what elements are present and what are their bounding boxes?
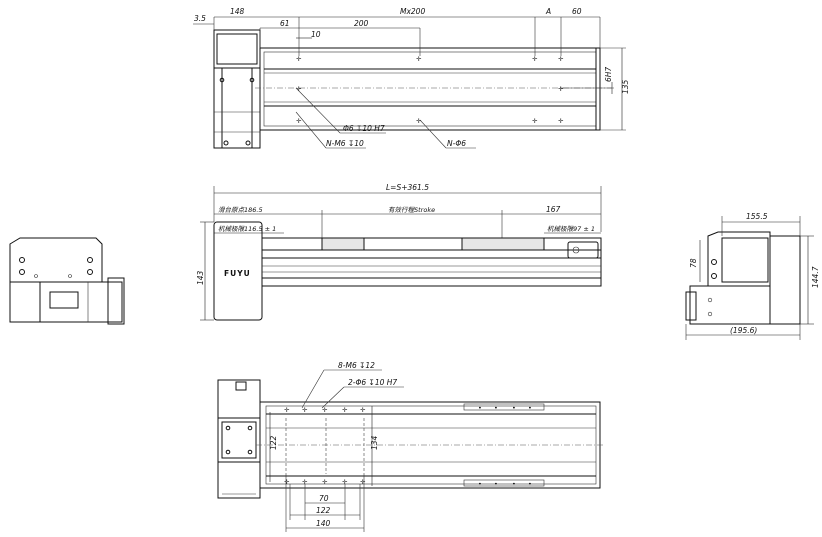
svg-text:•: • — [528, 404, 532, 412]
svg-text:•: • — [528, 480, 532, 488]
callout-tap-hole: N-M6 ↧10 — [326, 139, 364, 148]
svg-text:•: • — [512, 480, 516, 488]
svg-text:✛: ✛ — [342, 406, 347, 414]
dim-slider-origin: 滑台原点186.5 — [218, 206, 263, 214]
dim-6h7: 6H7 — [604, 67, 613, 82]
svg-text:✛: ✛ — [322, 478, 327, 486]
svg-text:✛: ✛ — [532, 117, 537, 125]
dim-mx200: Mx200 — [400, 7, 425, 16]
top-view-motor — [213, 29, 261, 149]
svg-text:✛: ✛ — [302, 406, 307, 414]
svg-text:✛: ✛ — [296, 55, 301, 63]
svg-text:✛: ✛ — [416, 55, 421, 63]
front-view: L=S+361.5 滑台原点186.5 有效行程Stroke 167 机械极限1… — [196, 183, 602, 321]
svg-text:✛: ✛ — [532, 55, 537, 63]
svg-text:✛: ✛ — [558, 85, 563, 93]
top-view-dimensions: 3.5 148 Mx200 A 60 61 200 10 6H7 135 — [193, 7, 630, 131]
front-view-end-block: FUYU — [213, 221, 263, 321]
dim-10: 10 — [311, 30, 321, 39]
dim-200: 200 — [354, 19, 369, 28]
dim-bottom-134: 134 — [370, 435, 379, 450]
dim-78: 78 — [689, 258, 698, 268]
left-side-view — [9, 237, 125, 325]
dim-bottom-70: 70 — [319, 494, 329, 503]
svg-text:✛: ✛ — [558, 55, 563, 63]
svg-text:✛: ✛ — [284, 478, 289, 486]
bottom-view: ✛ ✛ ✛ ✛ ✛ ✛ ✛ ✛ ✛ ✛ • • • • • • • • — [217, 361, 604, 532]
bottom-view-motor — [217, 379, 261, 499]
dim-155-5: 155.5 — [746, 212, 768, 221]
bottom-view-rail: ✛ ✛ ✛ ✛ ✛ ✛ ✛ ✛ ✛ ✛ • • • • • • • • — [256, 401, 604, 532]
svg-text:•: • — [494, 480, 498, 488]
svg-text:✛: ✛ — [284, 406, 289, 414]
svg-text:✛: ✛ — [360, 478, 365, 486]
right-side-view: 155.5 78 144.7 (195.6) — [685, 212, 820, 340]
dim-148: 148 — [230, 7, 245, 16]
dim-3-5: 3.5 — [194, 14, 206, 23]
svg-text:✛: ✛ — [296, 117, 301, 125]
svg-text:✛: ✛ — [296, 85, 301, 93]
dim-stroke: 有效行程Stroke — [388, 206, 435, 214]
dim-61: 61 — [280, 19, 290, 28]
dim-60: 60 — [572, 7, 582, 16]
top-view-rail: ✛ ✛ ✛ ✛ ✛ ✛ ✛ ✛ ✛ ✛ — [213, 17, 612, 131]
top-view-holes: ✛ ✛ ✛ ✛ ✛ ✛ ✛ ✛ ✛ ✛ — [296, 55, 563, 125]
callout-bottom-pin-hole: 2-Φ6 ↧10 H7 — [348, 378, 397, 387]
svg-text:•: • — [478, 480, 482, 488]
svg-text:•: • — [478, 404, 482, 412]
dim-195-6: (195.6) — [730, 326, 757, 335]
svg-text:✛: ✛ — [342, 478, 347, 486]
dim-bottom-140: 140 — [316, 519, 331, 528]
svg-text:•: • — [494, 404, 498, 412]
top-view-callouts: Φ6 ↧10 H7 N-M6 ↧10 N-Φ6 — [295, 87, 476, 149]
callout-through-hole: N-Φ6 — [447, 139, 466, 148]
dim-a: A — [545, 7, 551, 16]
dim-135: 135 — [621, 79, 630, 94]
svg-text:✛: ✛ — [360, 406, 365, 414]
dim-143: 143 — [196, 270, 205, 285]
dim-144-7: 144.7 — [811, 266, 820, 288]
callout-bottom-tap-hole: 8-M6 ↧12 — [338, 361, 375, 370]
dim-167: 167 — [546, 205, 561, 214]
dim-mech-limit-right: 机械极限97 ± 1 — [547, 225, 595, 233]
svg-text:✛: ✛ — [558, 117, 563, 125]
svg-text:•: • — [512, 404, 516, 412]
dim-mech-limit-left: 机械极限116.5 ± 1 — [218, 225, 276, 233]
front-view-rail — [261, 237, 602, 287]
dim-overall-length: L=S+361.5 — [386, 183, 429, 192]
bottom-view-callouts: 8-M6 ↧12 2-Φ6 ↧10 H7 — [301, 361, 404, 409]
brand-logo: FUYU — [224, 269, 251, 278]
dim-bottom-122-h: 122 — [316, 506, 331, 515]
svg-text:✛: ✛ — [302, 478, 307, 486]
callout-pin-hole: Φ6 ↧10 H7 — [343, 124, 385, 133]
svg-text:✛: ✛ — [416, 117, 421, 125]
top-view: ✛ ✛ ✛ ✛ ✛ ✛ ✛ ✛ ✛ ✛ 3.5 — [193, 7, 630, 149]
svg-text:✛: ✛ — [322, 406, 327, 414]
bottom-view-holes: ✛ ✛ ✛ ✛ ✛ ✛ ✛ ✛ ✛ ✛ • • • • • • • • — [284, 404, 532, 488]
bottom-view-dimensions: 122 134 70 122 140 — [269, 406, 379, 529]
dim-bottom-122-v: 122 — [269, 435, 278, 450]
